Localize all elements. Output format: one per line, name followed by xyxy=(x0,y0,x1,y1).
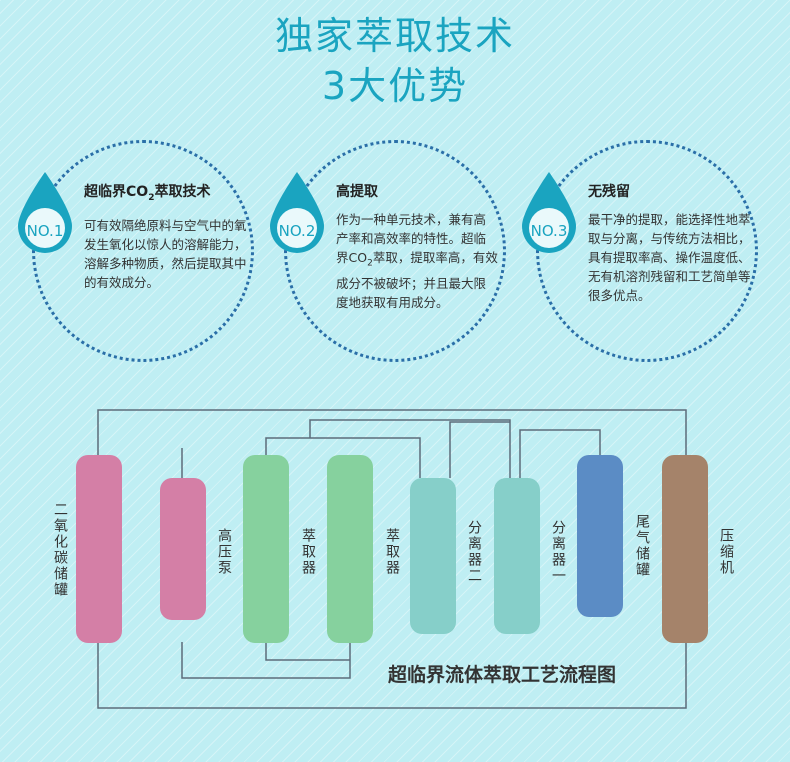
label-extractor-2: 萃取器 xyxy=(384,528,400,576)
feature-1-circle xyxy=(32,140,254,362)
feature-2-body: 作为一种单元技术，兼有高产率和高效率的特性。超临界CO2萃取，提取率高，有效成分… xyxy=(336,212,498,310)
feature-2-title: 高提取 xyxy=(336,184,378,200)
label-separator-1: 分离器一 xyxy=(550,520,566,584)
vessel-separator-2 xyxy=(410,478,456,634)
pipe-separator-top xyxy=(449,421,510,478)
feature-3-body: 最干净的提取，能选择性地萃取与分离，与传统方法相比，具有提取率高、操作温度低、无… xyxy=(588,212,751,303)
badge-no2: NO.2 xyxy=(278,222,316,240)
feature-1-body: 可有效隔绝原料与空气中的氧发生氧化以惊人的溶解能力，溶解多种物质，然后提取其中的… xyxy=(84,218,247,290)
feature-1-title: 超临界CO2萃取技术 xyxy=(84,184,211,203)
pipe-extractor-top xyxy=(265,437,421,478)
feature-3-title: 无残留 xyxy=(588,184,630,200)
vessel-compressor xyxy=(662,455,708,643)
flow-chart-title: 超临界流体萃取工艺流程图 xyxy=(388,664,617,686)
feature-3-circle xyxy=(536,140,758,362)
pipe-storage-to-compressor xyxy=(97,409,687,455)
pipe-extractor2-top xyxy=(309,419,511,478)
vessel-co2-storage xyxy=(76,455,122,643)
badge-no3: NO.3 xyxy=(530,222,568,240)
label-compressor: 压缩机 xyxy=(718,528,734,576)
water-drop-icon: NO.2 xyxy=(266,170,328,254)
badge-no1: NO.1 xyxy=(26,222,64,240)
main-title: 独家萃取技术 xyxy=(274,14,515,58)
label-separator-2: 分离器二 xyxy=(466,520,482,584)
vessel-extractor-2 xyxy=(327,455,373,643)
label-high-pressure-pump: 高压泵 xyxy=(216,528,232,576)
pipe-storage-to-pump xyxy=(97,642,687,709)
main-subtitle: 3大优势 xyxy=(321,64,469,108)
label-tail-gas-storage: 尾气储罐 xyxy=(634,514,650,578)
vessel-tail-gas-storage xyxy=(577,455,623,617)
label-extractor-1: 萃取器 xyxy=(300,528,316,576)
water-drop-icon: NO.1 xyxy=(14,170,76,254)
vessel-extractor-1 xyxy=(243,455,289,643)
label-co2-storage: 二氧化碳储罐 xyxy=(52,502,68,598)
feature-2-circle xyxy=(284,140,506,362)
pipe-extractor-link xyxy=(265,642,350,661)
vessel-high-pressure-pump xyxy=(160,478,206,620)
water-drop-icon: NO.3 xyxy=(518,170,580,254)
pipe-separator-tail xyxy=(519,429,601,478)
vessel-separator-1 xyxy=(494,478,540,634)
